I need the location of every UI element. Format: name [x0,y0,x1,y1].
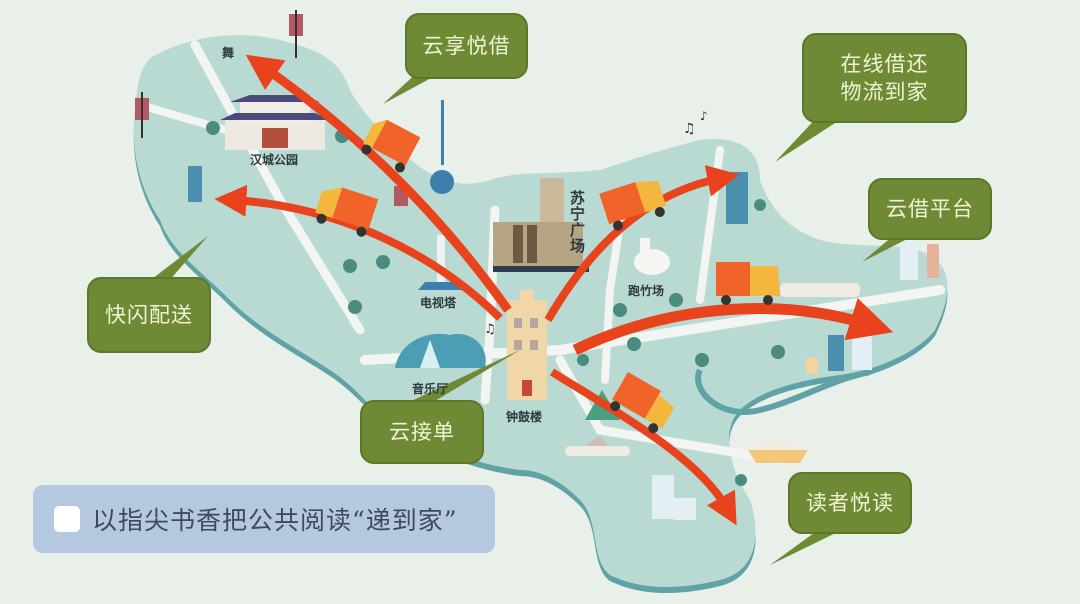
place-label-racecourse: 跑竹场 [628,284,665,298]
train [780,283,860,297]
bubble-cloud-borrow-platform: 云借平台 [868,178,992,240]
arrow-icon [544,165,740,323]
checkbox-icon [54,506,80,532]
place-label-bell-drum-tower: 钟鼓楼 [506,410,543,424]
bubble-label: 读者悦读 [806,491,894,515]
svg-text:♫: ♫ [484,322,496,337]
slogan-banner: 以指尖书香把公共阅读“递到家” [33,485,495,553]
svg-text:♫: ♫ [683,121,696,137]
bubble-tails [148,70,925,565]
arrow-icon [549,368,737,526]
suning-plaza-building [493,178,589,272]
bubble-label-line1: 在线借还 [840,52,929,76]
boat-icon [748,440,808,463]
bubble-reader-enjoy: 读者悦读 [788,472,912,534]
bubble-yun-xiang-yue-jie: 云享悦借 [405,13,528,79]
bubble-label: 云享悦借 [422,34,511,58]
airplane-icon [565,436,630,456]
place-label-dance: 舞 [222,46,235,60]
tv-tower [418,100,462,290]
place-label-tv-tower: 电视塔 [420,296,457,310]
slogan-text: 以指尖书香把公共阅读“递到家” [92,506,458,535]
delivery-arrows [214,54,894,526]
han-cheng-park-palace [220,95,330,150]
arrow-icon [572,298,894,355]
bell-drum-tower [507,290,547,400]
concert-hall [395,333,486,368]
lantern-icon [135,10,818,374]
bubble-label: 云接单 [389,420,455,444]
delivery-truck-icon [315,119,780,434]
bubble-label-line2: 物流到家 [840,80,929,104]
place-label-suning-plaza: 苏宁广场 [568,190,586,254]
arrow-icon [214,184,503,321]
tree-icons [206,121,785,486]
bubble-online-borrow-return: 在线借还 物流到家 [802,33,967,123]
arrow-icon [245,54,512,313]
svg-text:♪: ♪ [700,109,708,123]
racecourse-horse [634,238,670,275]
place-label-han-cheng-park: 汉城公园 [250,153,299,167]
bubble-label: 云借平台 [886,197,974,221]
music-note-icon: ♫ ♪ ♫ [484,109,708,337]
bubble-cloud-order: 云接单 [360,400,484,464]
bubble-flash-delivery: 快闪配送 [87,277,211,353]
bubble-label: 快闪配送 [105,303,193,327]
place-label-concert-hall: 音乐厅 [412,382,449,396]
